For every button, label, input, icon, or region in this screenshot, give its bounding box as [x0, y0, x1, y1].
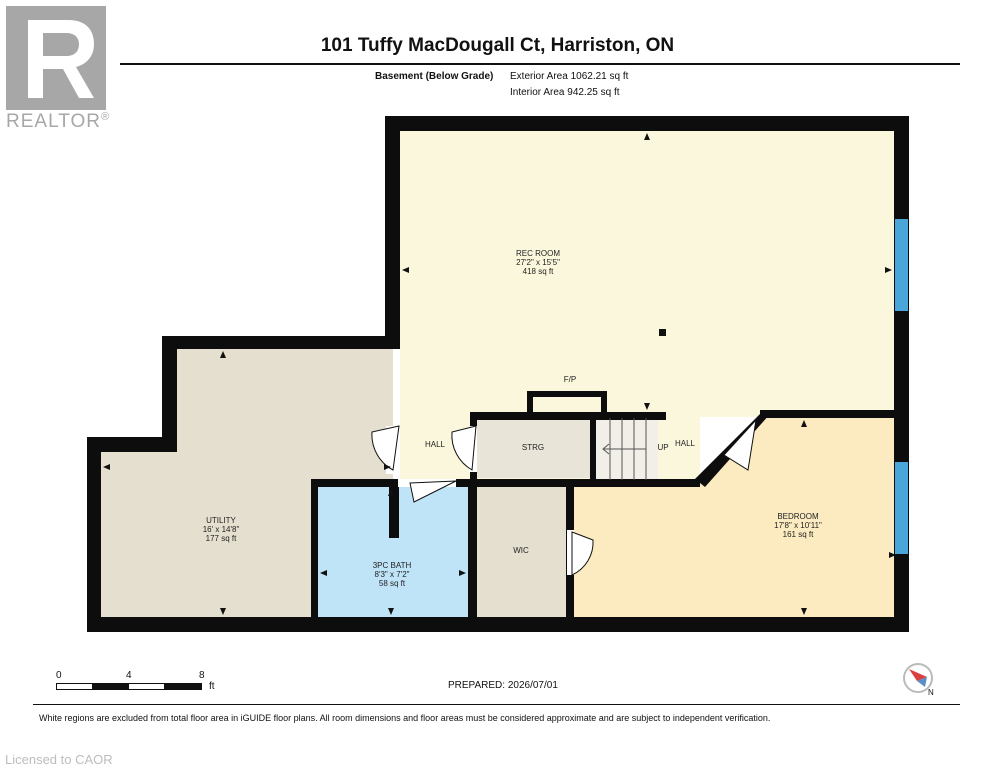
- room-name: 3PC BATH: [372, 561, 412, 570]
- room-area: 58 sq ft: [378, 579, 406, 588]
- room-area: 177 sq ft: [205, 534, 237, 543]
- room-name: UTILITY: [206, 516, 236, 525]
- room-dimensions: 8'3" x 7'2": [374, 570, 410, 579]
- disclaimer-text: White regions are excluded from total fl…: [39, 713, 771, 723]
- dimension-markers: [103, 133, 896, 615]
- fireplace-label: F/P: [563, 375, 577, 384]
- scale-tick-4: 4: [126, 670, 132, 681]
- room-area: 161 sq ft: [782, 530, 814, 539]
- realtor-r-icon: [6, 6, 106, 110]
- exterior-area: Exterior Area 1062.21 sq ft: [510, 71, 629, 82]
- room-label-bath: 3PC BATH 8'3" x 7'2" 58 sq ft: [352, 561, 432, 588]
- prepared-date: PREPARED: 2026/07/01: [448, 680, 558, 691]
- room-label-wic: WIC: [513, 546, 529, 555]
- compass-icon: [903, 663, 933, 693]
- realtor-brand-text: REALTOR®: [6, 111, 111, 132]
- room-label-bedroom: BEDROOM 17'8" x 10'11" 161 sq ft: [758, 512, 838, 539]
- compass-north-label: N: [928, 688, 934, 697]
- scale-tick-8: 8: [199, 670, 205, 681]
- footer-divider: [33, 704, 960, 705]
- window-rec-room: [895, 219, 908, 311]
- level-name: Basement (Below Grade): [375, 71, 494, 82]
- stairs: [602, 418, 647, 480]
- room-label-rec-room: REC ROOM 27'2" x 15'5" 418 sq ft: [498, 249, 578, 276]
- room-label-hall-left: HALL: [424, 440, 445, 449]
- doors: [371, 418, 757, 576]
- realtor-logo: [6, 6, 106, 110]
- scale-unit: ft: [209, 681, 215, 692]
- room-label-strg: STRG: [521, 443, 545, 452]
- license-text: Licensed to CAOR: [5, 752, 113, 767]
- property-address-title: 101 Tuffy MacDougall Ct, Harriston, ON: [320, 35, 675, 56]
- room-area: 418 sq ft: [522, 267, 554, 276]
- room-name: BEDROOM: [777, 512, 819, 521]
- room-dimensions: 27'2" x 15'5": [516, 258, 560, 267]
- stairs-up-label: UP: [657, 443, 669, 452]
- header-divider: [120, 63, 960, 65]
- room-name: REC ROOM: [516, 249, 560, 258]
- scale-tick-0: 0: [56, 670, 62, 681]
- bedroom-area: [572, 418, 894, 617]
- scale-bar: [56, 683, 202, 690]
- interior-area: Interior Area 942.25 sq ft: [510, 87, 620, 98]
- utility-area: [101, 348, 393, 617]
- rec-room-area: [400, 131, 894, 417]
- window-bedroom: [895, 462, 908, 554]
- wic-area: [477, 487, 568, 617]
- room-dimensions: 17'8" x 10'11": [774, 521, 822, 530]
- room-dimensions: 16' x 14'8": [202, 525, 240, 534]
- strg-area: [477, 420, 591, 478]
- room-label-utility: UTILITY 16' x 14'8" 177 sq ft: [181, 516, 261, 543]
- room-label-hall-right: HALL: [674, 439, 695, 448]
